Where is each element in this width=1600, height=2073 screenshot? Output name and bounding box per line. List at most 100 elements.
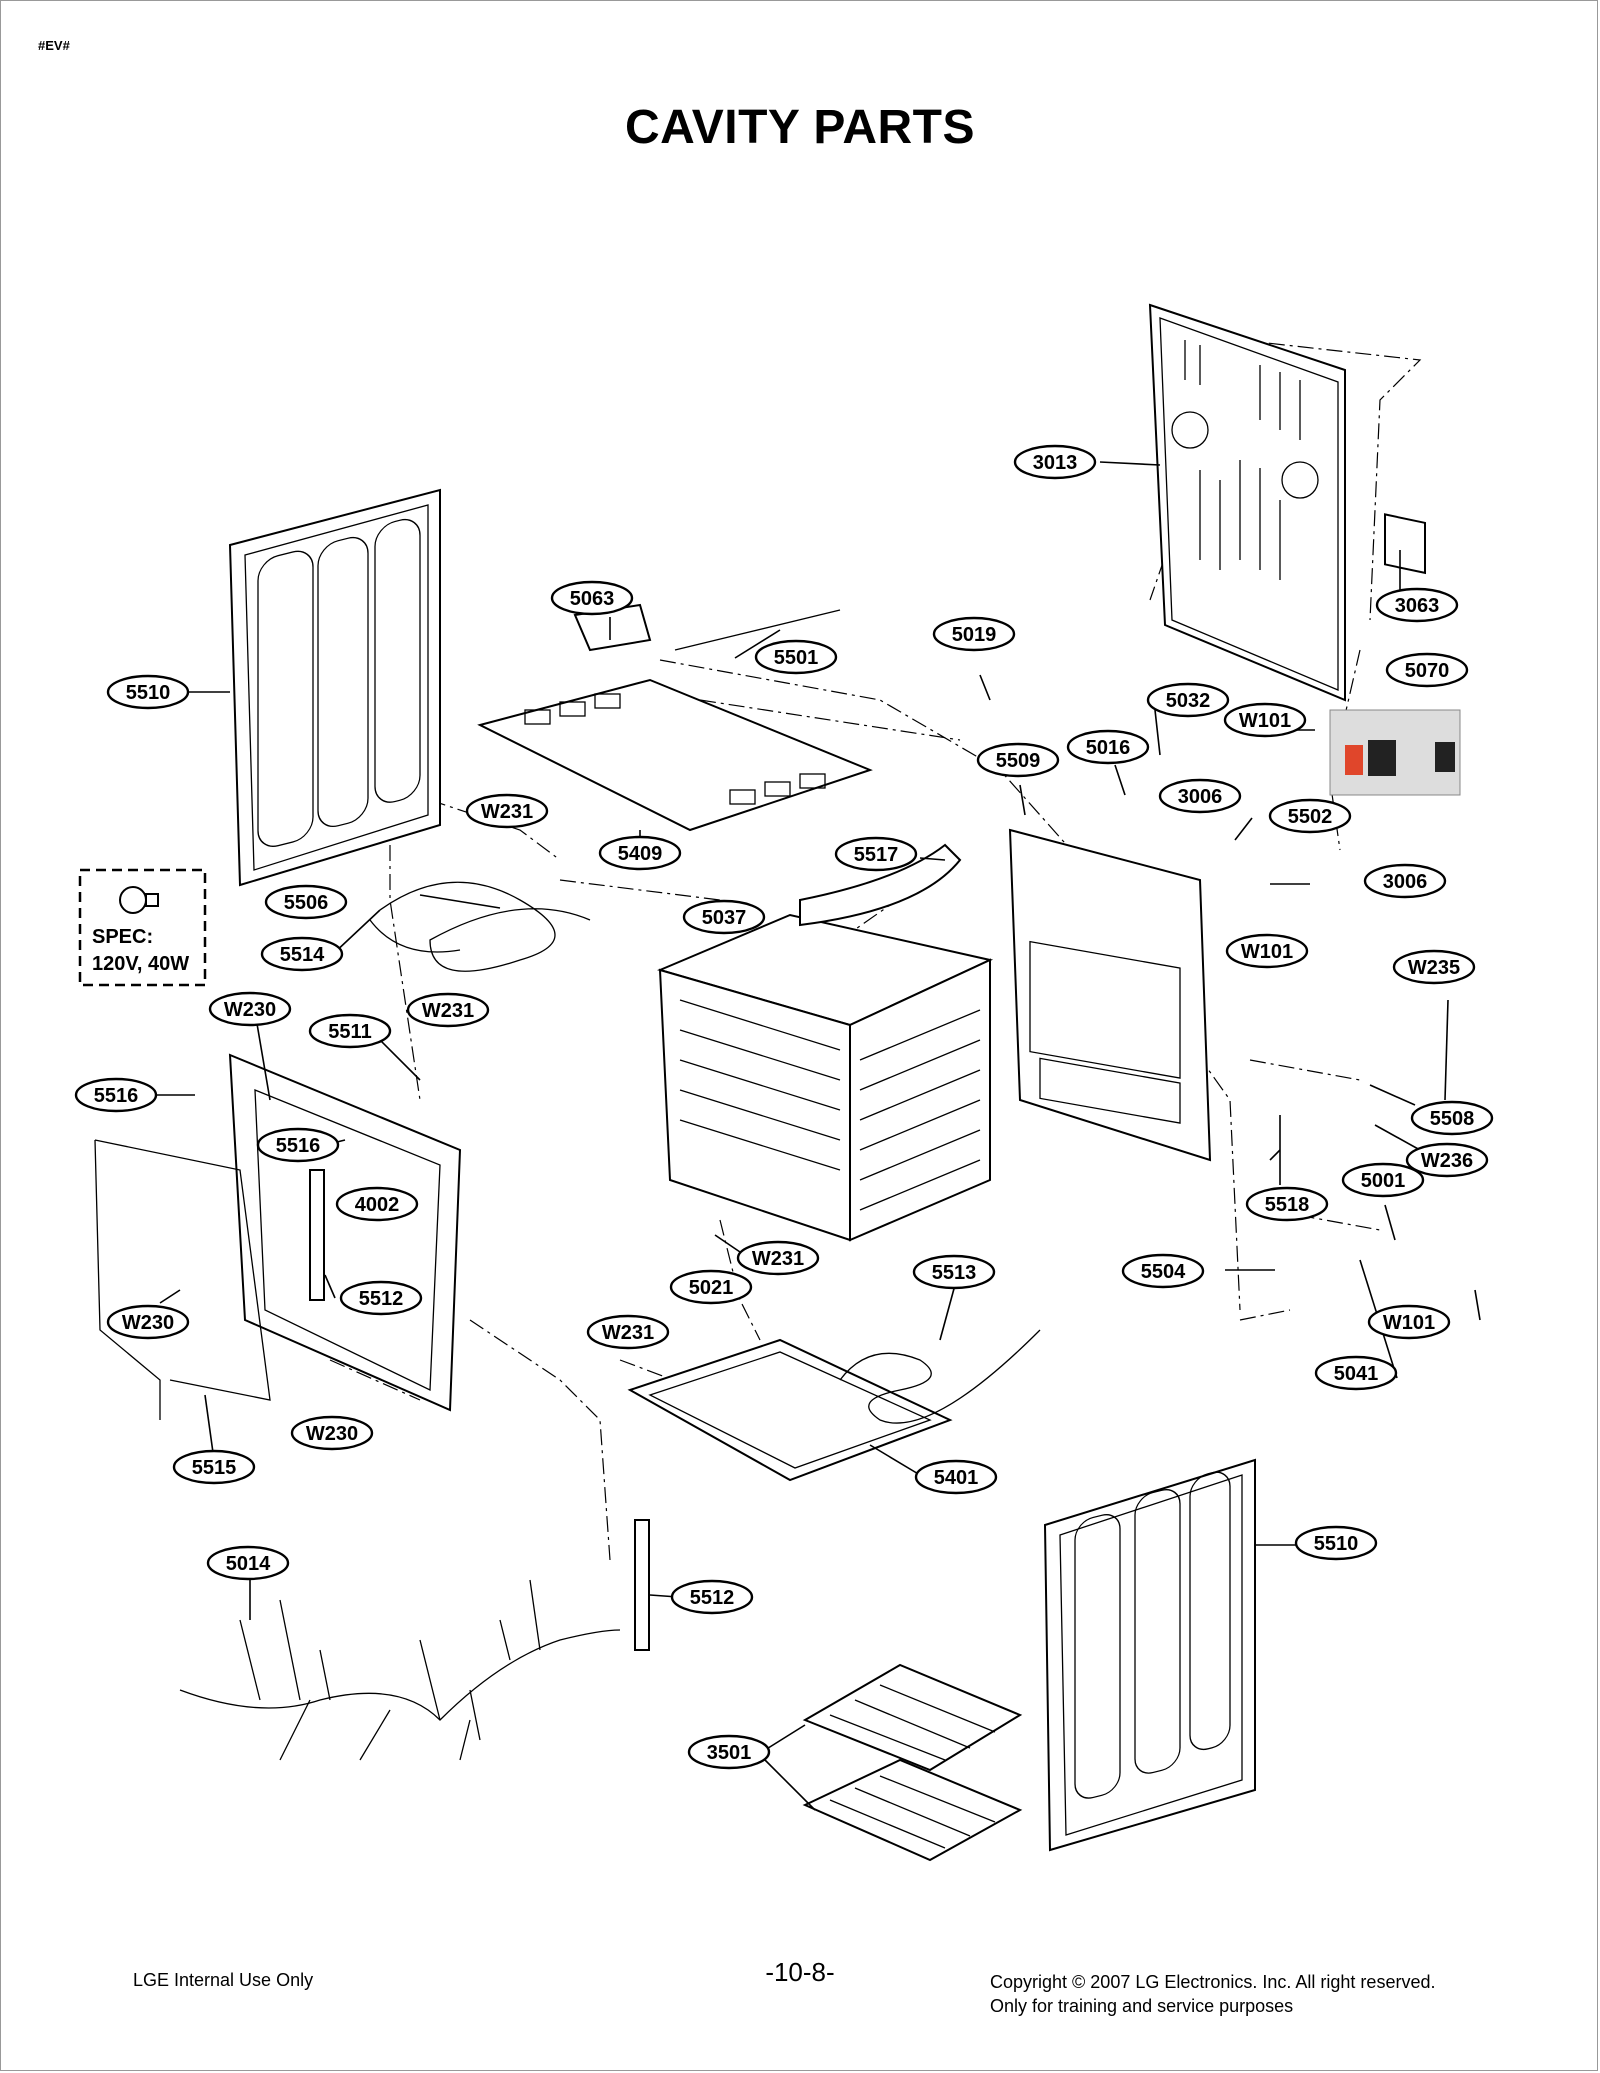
- part-callout: W231: [586, 1314, 670, 1350]
- part-callout: 5509: [976, 742, 1060, 778]
- oven-racks-3501: [802, 1663, 1023, 1862]
- part-number: 5409: [618, 843, 663, 865]
- part-callout: 5504: [1121, 1253, 1205, 1289]
- part-callout: 3013: [1013, 444, 1097, 480]
- document-tag: #EV#: [38, 38, 70, 53]
- broil-heater-5514: [369, 881, 591, 972]
- part-callout: 5001: [1341, 1162, 1425, 1198]
- part-number: 5512: [690, 1587, 735, 1609]
- part-number: 3013: [1033, 452, 1078, 474]
- part-number: 5016: [1086, 737, 1131, 759]
- part-number: 5518: [1265, 1194, 1310, 1216]
- part-number: 5516: [94, 1085, 139, 1107]
- part-number: W101: [1383, 1312, 1435, 1334]
- part-number: 5511: [328, 1021, 371, 1043]
- part-callout: 5401: [914, 1459, 998, 1495]
- part-number: 5516: [276, 1135, 321, 1157]
- part-number: W231: [752, 1248, 804, 1270]
- part-callout: 5021: [669, 1269, 753, 1305]
- footer-internal-use: LGE Internal Use Only: [133, 1970, 314, 1990]
- side-panel-5510-top: [228, 488, 441, 887]
- part-callout: 5016: [1066, 729, 1150, 765]
- part-callout: W235: [1392, 949, 1476, 985]
- part-number: 5509: [996, 750, 1041, 772]
- part-number: 5508: [1430, 1108, 1475, 1130]
- part-number: W230: [122, 1312, 174, 1334]
- part-number: 5070: [1405, 660, 1450, 682]
- part-callout: 5502: [1268, 798, 1352, 834]
- part-number: 5014: [226, 1553, 271, 1575]
- part-number: 3006: [1178, 786, 1223, 808]
- part-number: W230: [306, 1423, 358, 1445]
- part-number: 5021: [689, 1277, 734, 1299]
- part-number: 5506: [284, 892, 329, 914]
- part-callout: 5506: [264, 884, 348, 920]
- part-callout: W231: [406, 992, 490, 1028]
- part-number: 5032: [1166, 690, 1211, 712]
- part-number: 5514: [280, 944, 325, 966]
- part-number: W236: [1421, 1150, 1473, 1172]
- bottom-plate-5401: [627, 1329, 1041, 1482]
- part-callout: 5063: [550, 580, 634, 616]
- part-callout: 3006: [1363, 863, 1447, 899]
- part-callout: 5512: [339, 1280, 423, 1316]
- part-callout: 5070: [1385, 652, 1469, 688]
- relay-board-5070: [1329, 709, 1461, 796]
- part-number: 5063: [570, 588, 615, 610]
- part-number: 4002: [355, 1194, 400, 1216]
- part-number: 3063: [1395, 595, 1440, 617]
- part-number: 5501: [774, 647, 819, 669]
- part-callout: 3006: [1158, 778, 1242, 814]
- part-number: 5517: [854, 844, 899, 866]
- part-number: 3006: [1383, 871, 1428, 893]
- part-callout: 5513: [912, 1254, 996, 1290]
- part-number: 5019: [952, 624, 997, 646]
- part-callout: 5014: [206, 1545, 290, 1581]
- part-callout: 3501: [687, 1734, 771, 1770]
- top-plate-5409: [477, 603, 873, 832]
- part-number: 3501: [707, 1742, 752, 1764]
- part-callout: 5032: [1146, 682, 1230, 718]
- part-callout: 5516: [74, 1077, 158, 1113]
- part-number: 5401: [934, 1467, 979, 1489]
- part-number: W230: [224, 999, 276, 1021]
- part-callout: 5510: [1294, 1525, 1378, 1561]
- part-callout: 5516: [256, 1127, 340, 1163]
- part-number: W231: [481, 801, 533, 823]
- part-number: W101: [1241, 941, 1293, 963]
- part-callout: 5517: [834, 836, 918, 872]
- part-callout: W101: [1225, 933, 1309, 969]
- copyright-line: Copyright © 2007 LG Electronics. Inc. Al…: [990, 1972, 1436, 1992]
- page-title: CAVITY PARTS: [624, 101, 976, 154]
- part-callout: W230: [290, 1415, 374, 1451]
- part-number: 5513: [932, 1262, 977, 1284]
- side-panel-5510-bottom: [1043, 1458, 1256, 1852]
- part-callout: 5037: [682, 899, 766, 935]
- part-number: W231: [602, 1322, 654, 1344]
- back-panel-3013: [1148, 303, 1426, 702]
- part-number: 5001: [1361, 1170, 1406, 1192]
- part-number: W231: [422, 1000, 474, 1022]
- part-callout: W230: [106, 1304, 190, 1340]
- part-number: W101: [1239, 710, 1291, 732]
- footer-copyright: Copyright © 2007 LG Electronics. Inc. Al…: [990, 1970, 1435, 2019]
- bulb-spec-box: SPEC: 120V, 40W: [78, 868, 207, 987]
- part-number: 5037: [702, 907, 747, 929]
- spec-label: SPEC:: [92, 926, 153, 948]
- part-number: 5512: [359, 1288, 404, 1310]
- part-callout: 4002: [335, 1186, 419, 1222]
- part-callout: W101: [1367, 1304, 1451, 1340]
- training-note: Only for training and service purposes: [990, 1996, 1294, 2017]
- part-callout: 5515: [172, 1449, 256, 1485]
- part-callout: 5019: [932, 616, 1016, 652]
- part-callout: 5508: [1410, 1100, 1494, 1136]
- bracket-5512: [634, 1519, 650, 1651]
- door-gasket-5515: [94, 1139, 271, 1420]
- oven-cavity: [657, 843, 994, 1242]
- rear-plate-5509: [1008, 828, 1212, 1162]
- part-number: W235: [1408, 957, 1460, 979]
- part-callout: 5514: [260, 936, 344, 972]
